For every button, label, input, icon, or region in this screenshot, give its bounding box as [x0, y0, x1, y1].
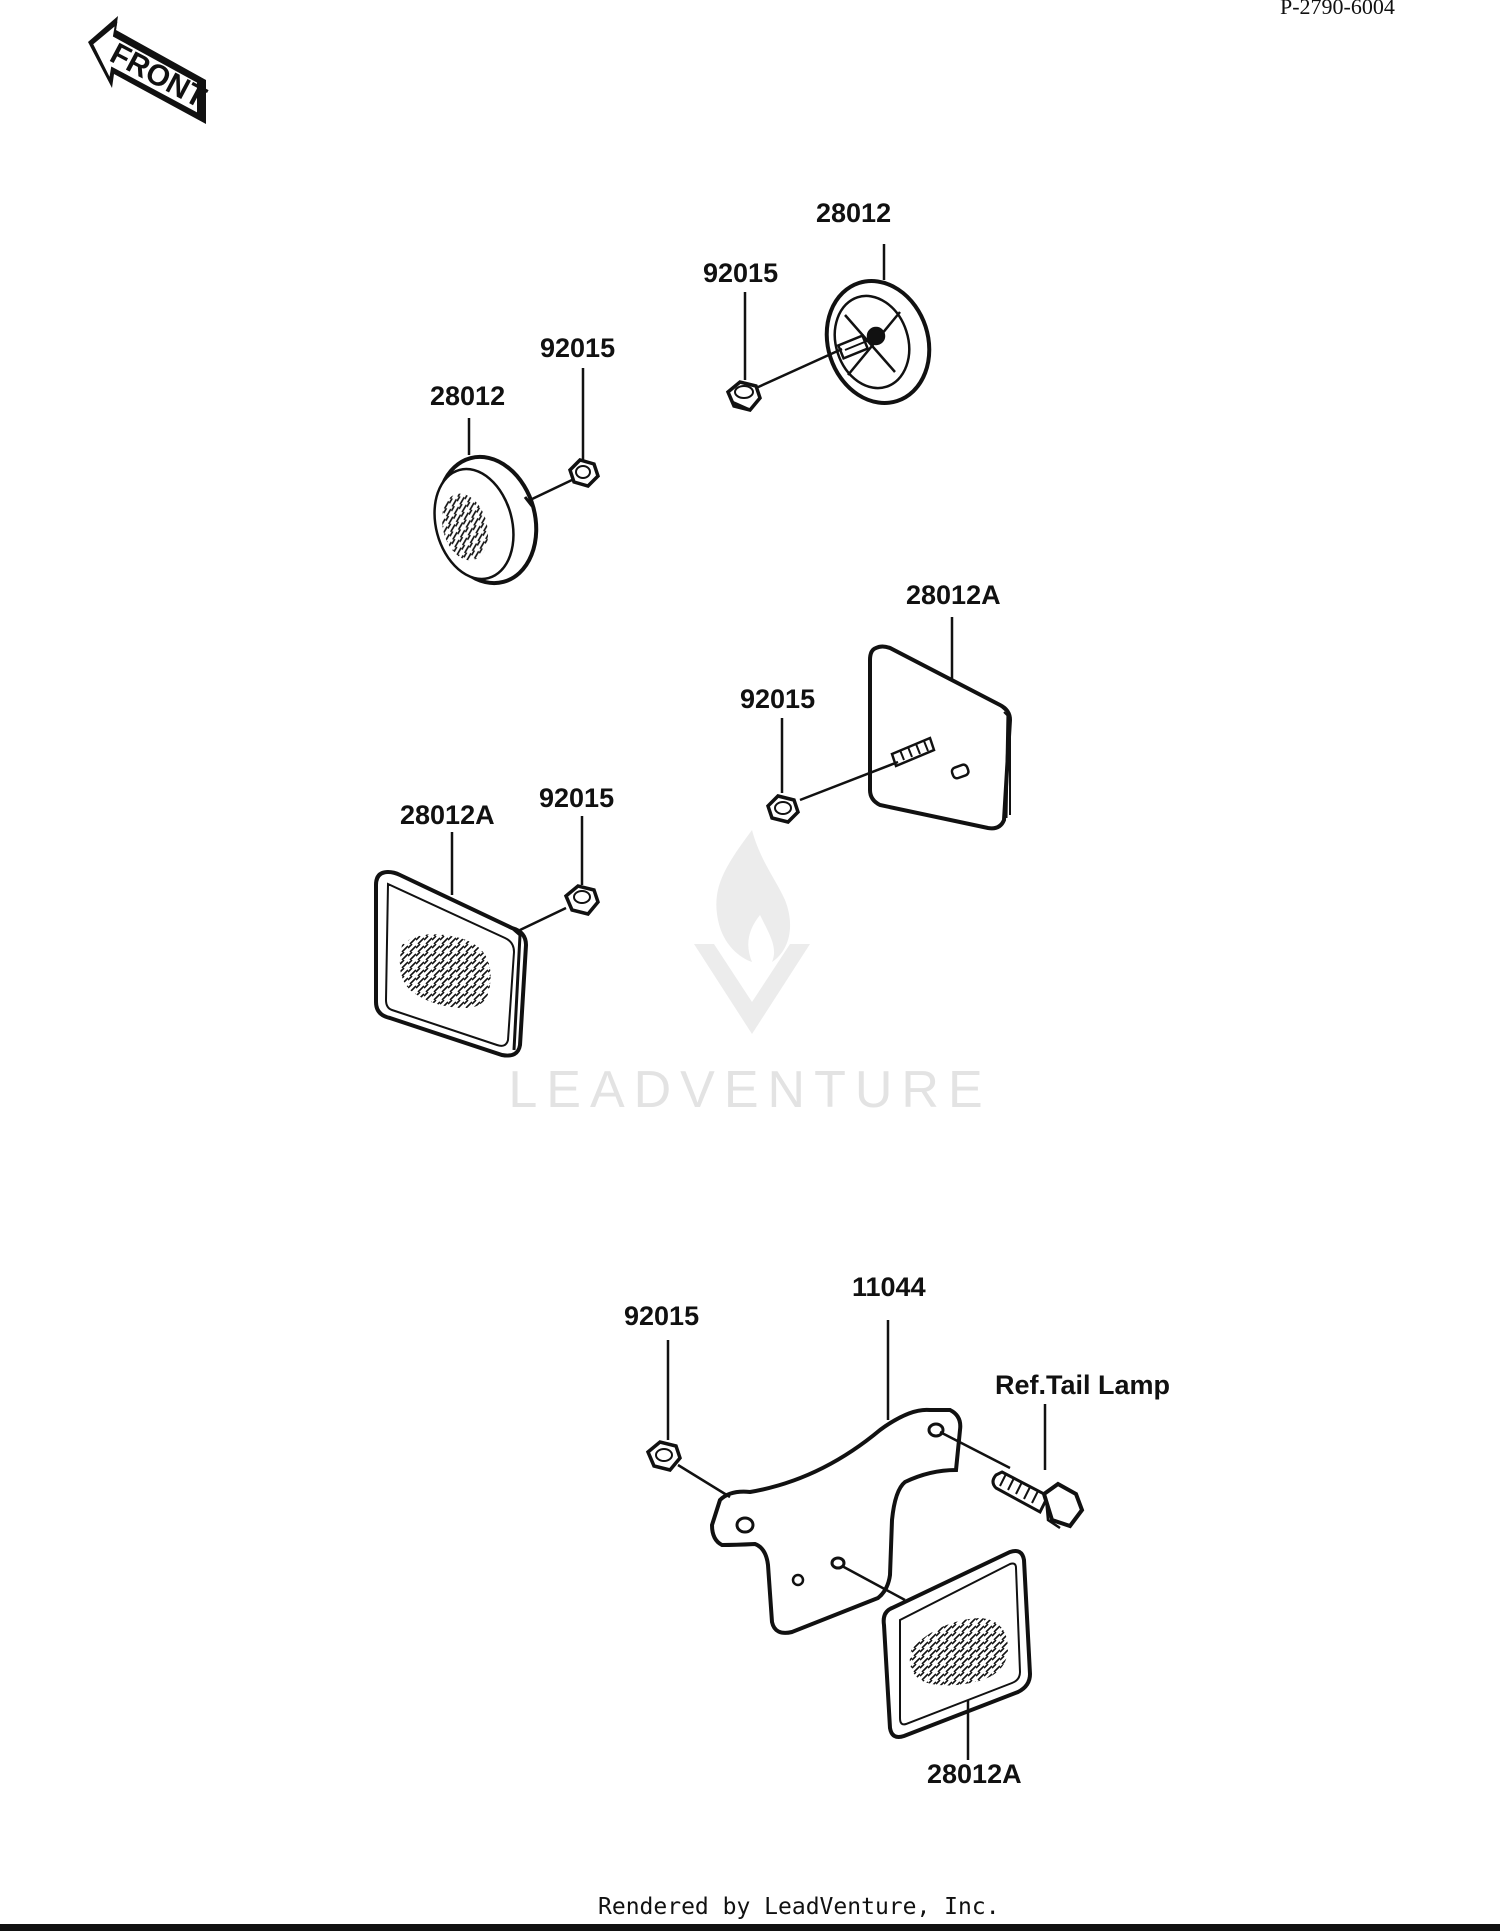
round-reflector-top-right: [755, 244, 932, 405]
label-11044-bracket: 11044: [852, 1272, 926, 1302]
rect-reflector-bottom: [881, 1549, 1033, 1760]
nut-top-left: [567, 368, 601, 488]
round-reflector-top-left: [433, 418, 573, 586]
nut-bracket: [645, 1340, 682, 1472]
footer-divider: [0, 1924, 1500, 1931]
label-92015-mid-right: 92015: [740, 684, 816, 714]
label-28012-top-left: 28012: [430, 381, 506, 411]
label-28012A-bottom: 28012A: [927, 1759, 1022, 1789]
label-92015-top-right: 92015: [703, 258, 779, 288]
rect-reflector-mid-left: [374, 832, 567, 1058]
rect-reflector-mid-right: [799, 617, 1013, 831]
watermark-text: LEADVENTURE: [508, 1061, 992, 1119]
tail-lamp-bolt: [991, 1404, 1085, 1530]
nut-mid-left: [563, 816, 600, 916]
label-92015-bracket: 92015: [624, 1301, 700, 1331]
label-28012A-mid-left: 28012A: [400, 800, 495, 830]
label-28012-top-right: 28012: [816, 198, 892, 228]
front-arrow-icon: FRONT: [88, 16, 211, 124]
footer-credit: Rendered by LeadVenture, Inc.: [598, 1894, 1000, 1920]
nut-mid-right: [765, 718, 801, 824]
label-92015-mid-left: 92015: [539, 783, 615, 813]
drawing-number: P-2790-6004: [1280, 0, 1395, 19]
label-ref-tail-lamp: Ref.Tail Lamp: [995, 1370, 1171, 1400]
bracket-11044: [677, 1320, 1011, 1635]
label-28012A-mid-right: 28012A: [906, 580, 1001, 610]
nut-top-right: [725, 292, 762, 412]
label-92015-top-left: 92015: [540, 333, 616, 363]
